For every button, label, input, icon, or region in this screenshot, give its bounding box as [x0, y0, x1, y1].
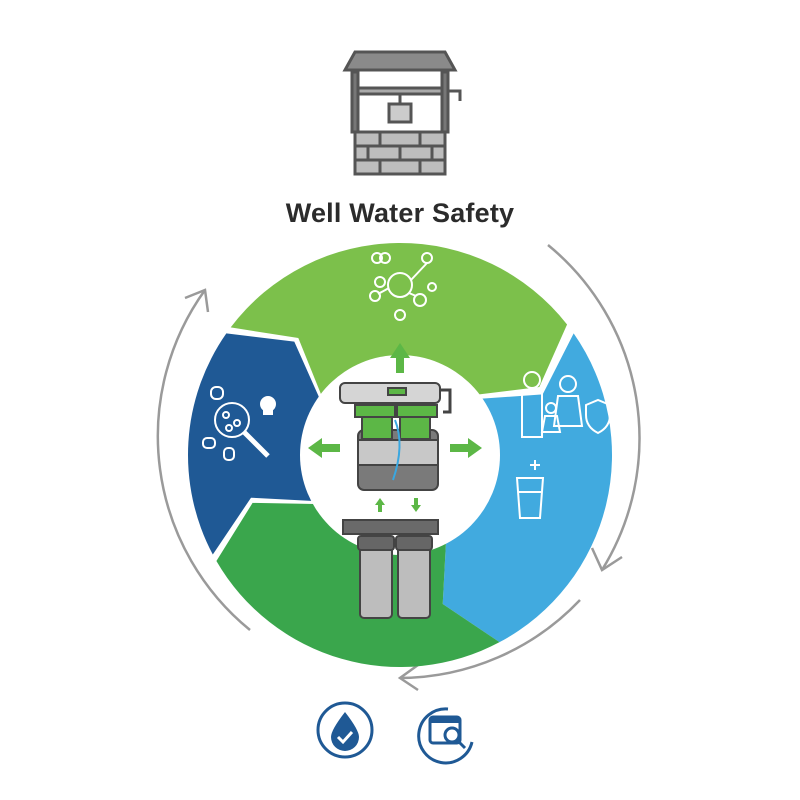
cycle-arrowhead-right: [590, 547, 623, 572]
wishing-well-icon: [342, 50, 462, 176]
flow-arrows: [308, 343, 482, 512]
water-filter-system-icon: [339, 382, 452, 619]
cycle-arrow-left: [156, 289, 251, 631]
cycle-arrow-bottom: [399, 599, 581, 680]
family-protection-icon: [521, 371, 611, 438]
calendar-inspection-icon[interactable]: [417, 707, 474, 765]
page-title: Well Water Safety: [285, 198, 515, 228]
arrow-right: [450, 438, 482, 458]
clean-water-glass-icon: [515, 460, 545, 519]
arrow-left: [308, 438, 340, 458]
bacteria-magnifier-icon: [202, 386, 276, 461]
arrow-up: [390, 343, 410, 373]
arrow-small-up: [375, 498, 385, 512]
cycle-arrowhead-bottom: [397, 663, 419, 692]
ring-segment-right: [442, 333, 612, 643]
cycle-arrowhead-left: [184, 288, 210, 313]
cycle-arrow-right: [547, 244, 641, 571]
ring-segment-bottom: [216, 502, 500, 667]
molecule-contaminant-icon: [369, 252, 437, 321]
arrow-small-down: [411, 498, 421, 512]
cycle-arrows: [156, 244, 641, 692]
water-drop-check-icon[interactable]: [316, 701, 374, 759]
